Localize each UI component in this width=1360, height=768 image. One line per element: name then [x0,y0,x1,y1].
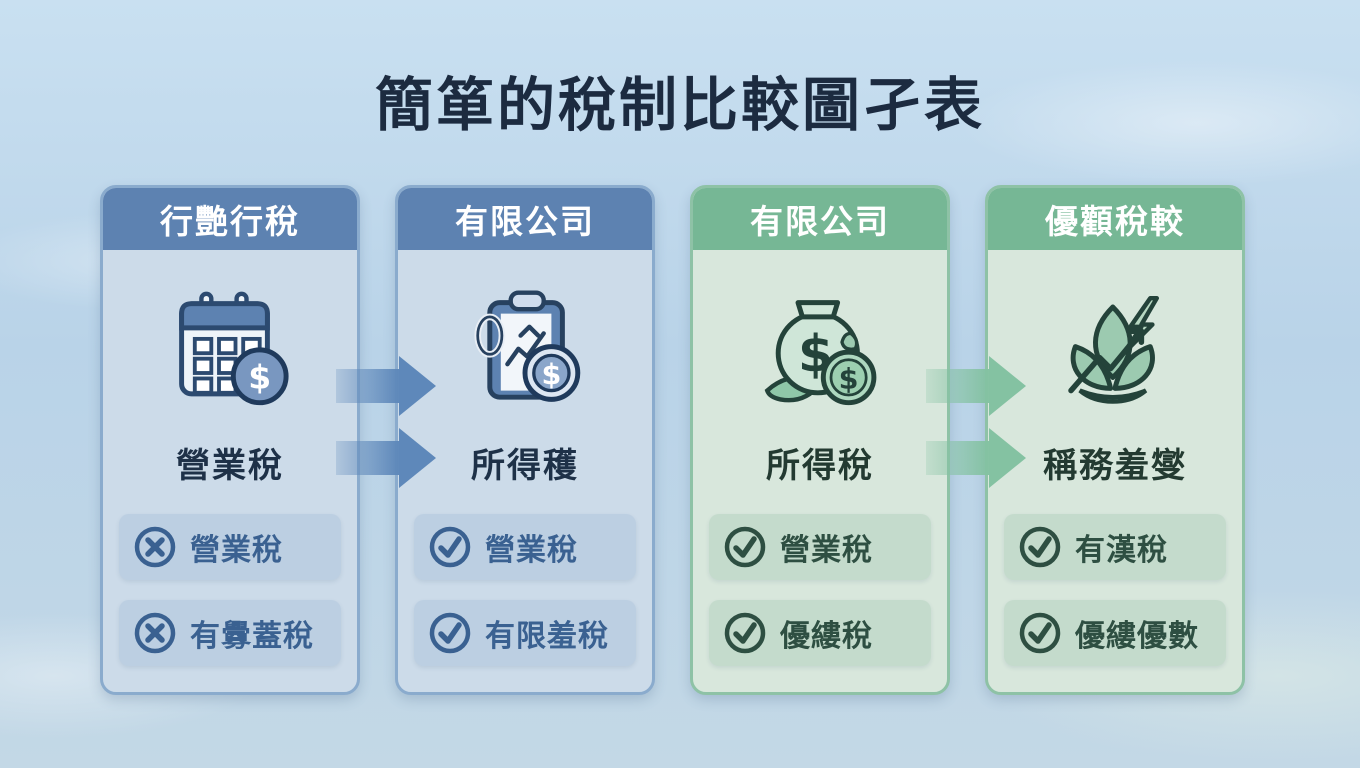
arrow-right-icon [926,428,1026,488]
card-limited-company-blue: 有限公司 $ 所得穫 營業稅 [395,185,655,695]
list-item: 營業稅 [709,514,931,580]
card-header: 有限公司 [398,188,652,250]
leaf-lightning-growth-icon [988,250,1242,438]
item-label: 有釁蓋稅 [190,619,314,654]
card-header: 有限公司 [693,188,947,250]
svg-text:$: $ [541,357,561,391]
item-label: 營業稅 [780,533,873,568]
card-business-tax: 行艷行稅 $ 營業稅 [100,185,360,695]
cross-icon [134,526,176,568]
main-tax-label: 營業稅 [176,446,284,486]
item-label: 有限羞稅 [485,619,609,654]
item-list: 營業稅 有限羞稅 [398,514,652,666]
money-bag-dollar-leaf-icon: $ $ [693,250,947,438]
card-header: 行艷行稅 [103,188,357,250]
card-limited-company-green: 有限公司 $ $ 所得稅 營業稅 [690,185,950,695]
item-list: 有漢稅 優縷優數 [988,514,1242,666]
card-header: 優顴稅較 [988,188,1242,250]
page-title: 簡箪的稅制比較圖孑表 [374,71,985,139]
card-tax-comparison: 優顴稅較 稱務羞燮 有漢稅 [985,185,1245,695]
item-list: 營業稅 優縷稅 [693,514,947,666]
arrow-right-icon [336,428,436,488]
comparison-cards: 行艷行稅 $ 營業稅 [100,185,1245,695]
item-label: 營業稅 [190,533,283,568]
main-tax-label: 所得穫 [471,446,579,486]
list-item: 優縷優數 [1004,600,1226,666]
list-item: 有釁蓋稅 [119,600,341,666]
arrow-right-icon [336,356,436,416]
main-tax-label: 稱務羞燮 [1043,446,1187,486]
item-label: 營業稅 [485,533,578,568]
list-item: 有限羞稅 [414,600,636,666]
item-label: 有漢稅 [1075,533,1168,568]
arrow-right-icon [926,356,1026,416]
check-icon [1019,612,1061,654]
item-label: 優縷稅 [780,619,873,654]
list-item: 營業稅 [119,514,341,580]
main-tax-label: 所得稅 [766,446,874,486]
cross-icon [134,612,176,654]
list-item: 有漢稅 [1004,514,1226,580]
list-item: 營業稅 [414,514,636,580]
calendar-dollar-icon: $ [103,250,357,438]
item-label: 優縷優數 [1075,619,1199,654]
svg-text:$: $ [839,361,859,395]
check-icon [1019,526,1061,568]
clipboard-chart-dollar-icon: $ [398,250,652,438]
check-icon [429,526,471,568]
check-icon [724,526,766,568]
svg-text:$: $ [248,357,271,396]
list-item: 優縷稅 [709,600,931,666]
check-icon [429,612,471,654]
check-icon [724,612,766,654]
item-list: 營業稅 有釁蓋稅 [103,514,357,666]
